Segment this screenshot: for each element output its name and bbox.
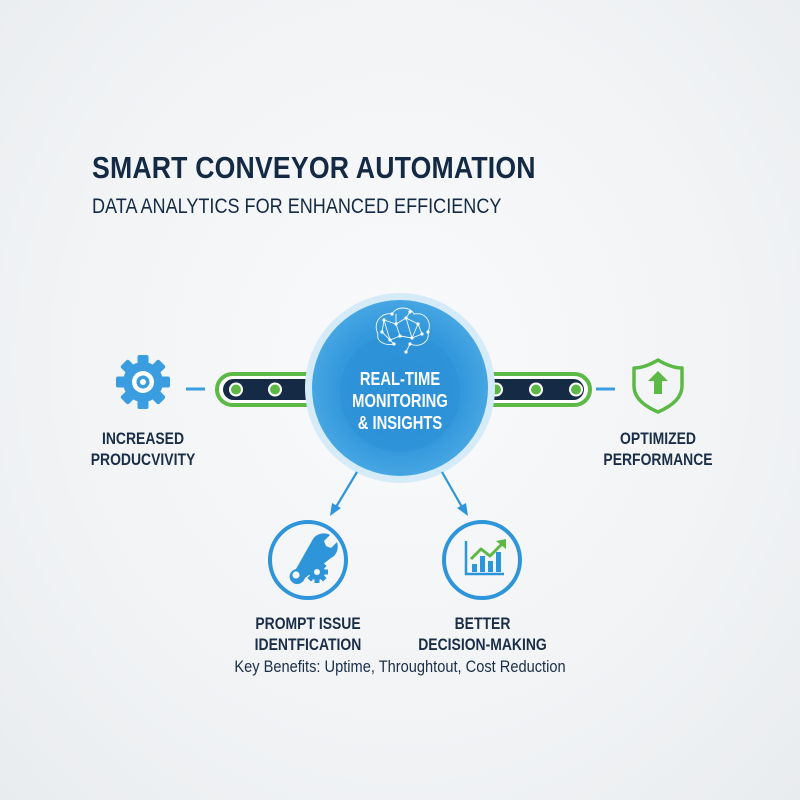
page-title: SMART CONVEYOR AUTOMATION	[92, 150, 536, 185]
label-line: BETTER	[454, 614, 511, 633]
center-line-1: REAL-TIME	[359, 369, 441, 389]
label-line: OPTIMIZED	[620, 429, 696, 448]
center-hub-label: REAL-TIME MONITORING & INSIGHTS	[334, 368, 465, 434]
central-hub	[305, 293, 495, 483]
key-benefits-footer: Key Benefits: Uptime, Throughtout, Cost …	[234, 657, 566, 676]
brain-nodes	[380, 310, 430, 354]
label-better-decision-making: BETTER DECISION-MAKING	[415, 613, 550, 655]
center-line-3: & INSIGHTS	[357, 413, 443, 433]
gear-icon	[116, 355, 170, 409]
label-line: PERFORMANCE	[603, 450, 713, 469]
label-line: DECISION-MAKING	[418, 635, 547, 654]
label-line: INCREASED	[101, 429, 185, 448]
label-line: PRODUCVIVITY	[90, 450, 196, 469]
center-line-2: MONITORING	[352, 391, 448, 411]
shield-arrow-up-icon	[632, 358, 684, 414]
label-optimized-performance: OPTIMIZED PERFORMANCE	[597, 428, 720, 470]
wrench-gear-icon	[268, 520, 348, 600]
label-increased-productivity: INCREASED PRODUCVIVITY	[82, 428, 205, 470]
label-line: PROMPT ISSUE	[255, 614, 361, 633]
growth-chart-icon	[442, 520, 522, 600]
label-prompt-issue-identification: PROMPT ISSUE IDENTFICATION	[242, 613, 373, 655]
label-line: IDENTFICATION	[254, 635, 362, 654]
arrows-down	[330, 471, 468, 516]
brain-network-icon	[375, 307, 430, 353]
page-subtitle: DATA ANALYTICS FOR ENHANCED EFFICIENCY	[92, 195, 502, 218]
